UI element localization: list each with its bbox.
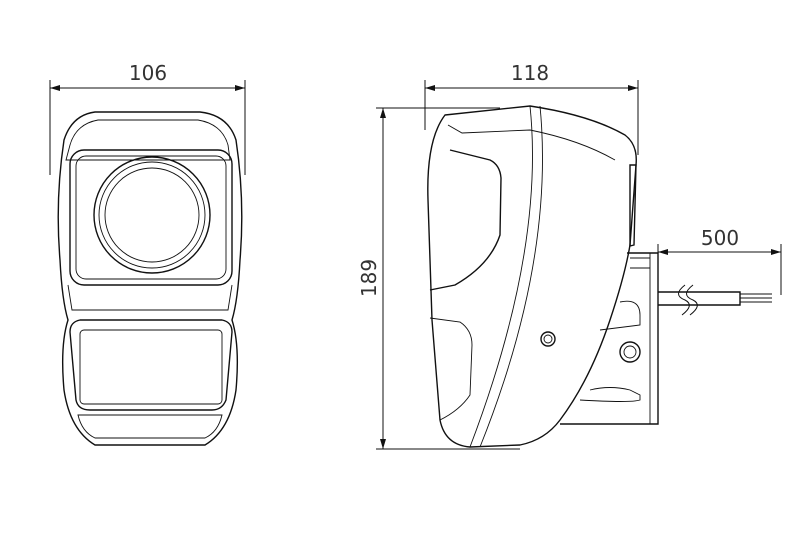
dimension-cable: 500 [657, 226, 782, 295]
cable [658, 284, 772, 316]
front-view [57, 111, 243, 446]
dimension-cable-label: 500 [701, 226, 739, 250]
dimension-height-label: 189 [357, 259, 381, 297]
dimension-height: 189 [357, 107, 520, 450]
dimension-depth: 118 [424, 61, 639, 155]
dimension-depth-label: 118 [511, 61, 549, 85]
dimension-width-label: 106 [129, 61, 167, 85]
side-view [427, 105, 659, 448]
dimension-width: 106 [49, 61, 246, 175]
